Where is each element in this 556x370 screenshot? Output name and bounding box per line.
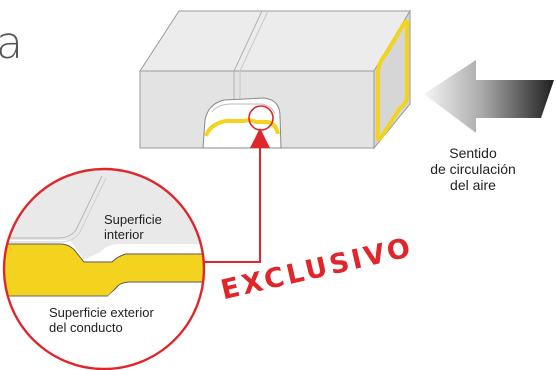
inner-surface-label-line2: interior (104, 227, 144, 242)
airflow-label-line2: de circulación (430, 161, 516, 177)
cut-off-heading-fragment: a (0, 18, 23, 69)
airflow-direction-label: Sentido de circulación del aire (398, 145, 548, 193)
airflow-label-line3: del aire (450, 177, 496, 193)
inner-surface-label: Superficie interior (104, 212, 162, 242)
detail-pointer-arrow-icon (201, 128, 270, 263)
duct-top-face (139, 10, 411, 72)
airflow-label-line1: Sentido (449, 145, 497, 161)
zoom-detail (2, 167, 206, 370)
outer-surface-label: Superficie exterior del conducto (49, 305, 154, 335)
outer-surface-label-line2: del conducto (49, 320, 123, 335)
airflow-arrow-icon (424, 60, 554, 133)
inner-surface-label-line1: Superficie (104, 212, 162, 227)
air-duct (139, 9, 411, 150)
duct-opening-rim (375, 19, 410, 141)
insulation-layer (4, 243, 204, 297)
outer-surface-label-line1: Superficie exterior (49, 305, 154, 320)
